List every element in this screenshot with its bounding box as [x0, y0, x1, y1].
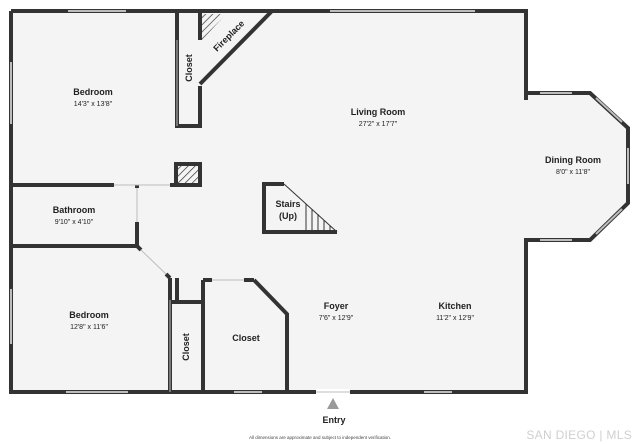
room-name-bathroom: Bathroom	[53, 205, 96, 215]
mls-watermark: SAN DIEGO | MLS	[526, 428, 632, 442]
room-dims-bedroom-1: 14'3" x 13'8"	[74, 101, 113, 108]
fireplace-hatch	[202, 14, 226, 40]
room-dims-kitchen: 11'2" x 12'9"	[436, 315, 474, 322]
room-name-closet-3: Closet	[232, 333, 260, 343]
room-name-foyer: Foyer	[324, 301, 349, 311]
room-name-closet-2: Closet	[181, 333, 191, 361]
room-dims-bathroom: 9'10" x 4'10"	[55, 219, 94, 226]
floor-area	[11, 11, 628, 392]
entry-arrow-icon	[327, 398, 339, 409]
room-name-living-room: Living Room	[351, 107, 406, 117]
room-dims-foyer: 7'6" x 12'9"	[319, 315, 354, 322]
windows	[10, 10, 629, 393]
entry-label: Entry	[322, 415, 345, 425]
room-name-dining-room: Dining Room	[545, 155, 601, 165]
room-dims-dining-room: 8'0" x 11'8"	[556, 169, 590, 176]
room-dims-bedroom-2: 12'8" x 11'6"	[70, 324, 108, 331]
chimney-hatch	[178, 166, 198, 183]
room-sub-stairs: (Up)	[279, 211, 297, 221]
stair-treads	[283, 183, 338, 233]
disclaimer-text: All dimensions are approximate and subje…	[248, 435, 392, 440]
room-name-kitchen: Kitchen	[438, 301, 471, 311]
room-dims-living-room: 27'2" x 17'7"	[359, 121, 398, 128]
room-name-bedroom-2: Bedroom	[69, 310, 109, 320]
door-lines	[114, 40, 244, 392]
room-name-bedroom-1: Bedroom	[73, 87, 113, 97]
room-name-stairs: Stairs	[275, 199, 300, 209]
room-name-closet-1: Closet	[184, 54, 194, 82]
